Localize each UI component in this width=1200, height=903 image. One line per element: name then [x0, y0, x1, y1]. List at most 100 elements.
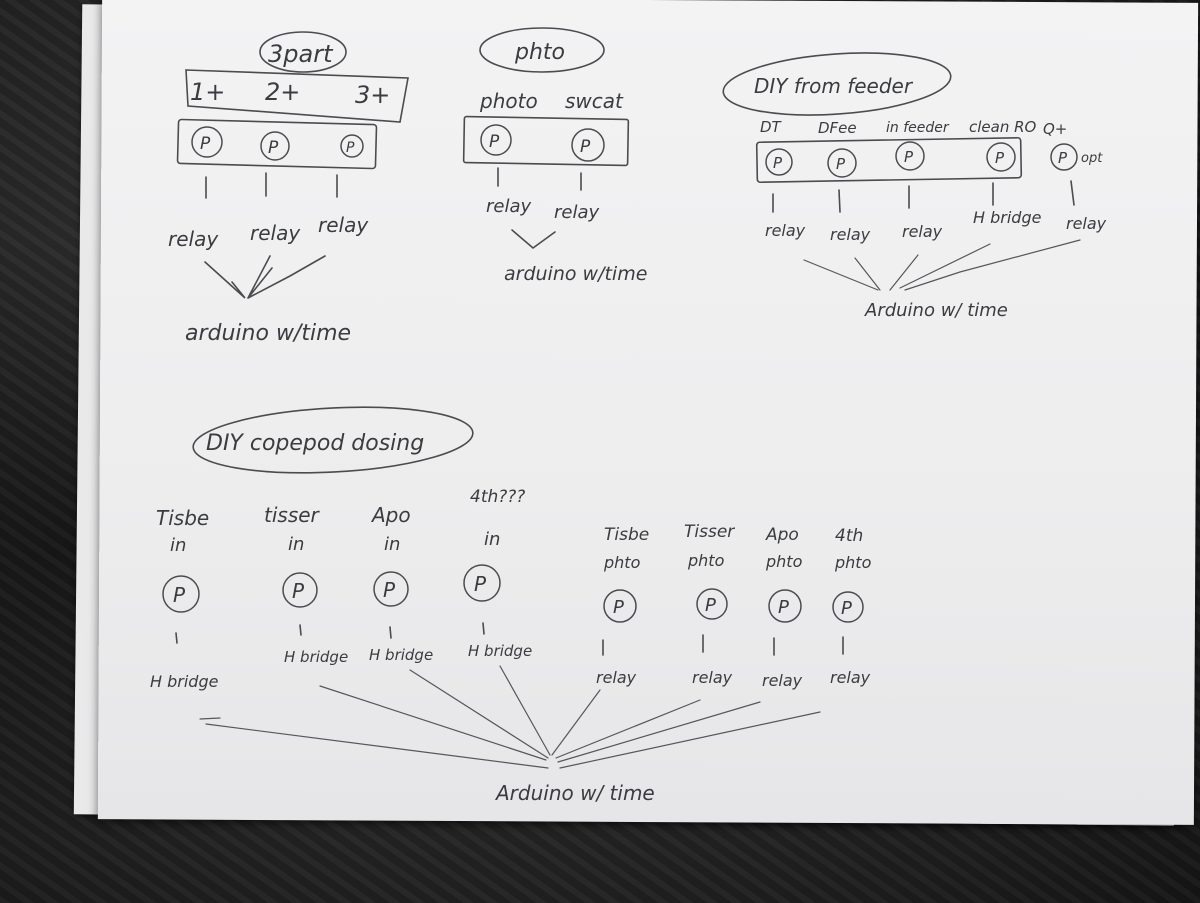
- driver-label-5: relay: [1066, 214, 1107, 233]
- copepod-photo-column-2: Tisser phto P relay: [684, 522, 735, 687]
- pump-label: P: [613, 597, 624, 618]
- pump-label: P: [489, 132, 500, 152]
- pump-label: P: [836, 155, 846, 173]
- pump-circle: [696, 588, 728, 620]
- pump-circle: [373, 571, 409, 607]
- pump-label: P: [841, 598, 852, 619]
- column-subtitle: in: [384, 534, 400, 555]
- copepod-photo-column-4: 4th phto P relay: [830, 526, 872, 687]
- column-subtitle: phto: [687, 551, 725, 570]
- pump-2: P: [571, 128, 605, 162]
- col-label-in-feeder: in feeder: [886, 120, 950, 136]
- port-label-1: 1+: [190, 78, 225, 106]
- pump-circle: [832, 591, 864, 623]
- pump-1: P: [765, 148, 793, 176]
- column-subtitle: phto: [834, 553, 872, 572]
- copepod-in-column-4: 4th??? in P H bridge: [463, 487, 532, 660]
- copepod-photo-column-1: Tisbe phto P relay: [596, 525, 649, 687]
- relay-label-3: relay: [318, 213, 369, 237]
- pump-label: P: [904, 148, 914, 166]
- copepod-in-column-1: Tisbe in P H bridge: [150, 506, 219, 691]
- controller-label: arduino w/time: [185, 321, 351, 346]
- pump-circle: [768, 589, 802, 623]
- relay-label-2: relay: [250, 221, 301, 245]
- pump-box: [755, 136, 1023, 184]
- driver-label: H bridge: [284, 648, 348, 666]
- column-title: Tisser: [684, 522, 735, 542]
- column-title: Apo: [370, 503, 411, 527]
- driver-label-3: relay: [902, 222, 943, 241]
- sketch-phto: phto photo swcat P P relay relay arduino…: [462, 27, 647, 285]
- pump-label: P: [173, 583, 186, 607]
- driver-label: H bridge: [468, 642, 532, 660]
- column-title: Tisbe: [604, 525, 649, 545]
- pump-label: P: [346, 140, 355, 156]
- pump-box: [462, 115, 630, 167]
- pump-label: P: [773, 154, 783, 172]
- port-label-2: 2+: [265, 78, 300, 106]
- copepod-in-column-3: Apo in P H bridge: [369, 503, 433, 664]
- driver-label: relay: [830, 668, 871, 687]
- pump-circle: [162, 575, 200, 613]
- col-label-swcat: swcat: [565, 89, 624, 113]
- optional-label: opt: [1081, 151, 1103, 166]
- title-phto: phto: [514, 40, 565, 65]
- column-subtitle: phto: [765, 552, 803, 571]
- pump-label: P: [383, 578, 396, 602]
- pump-1: P: [191, 126, 223, 158]
- driver-label-2: relay: [830, 225, 871, 244]
- pump-2: P: [827, 148, 857, 178]
- pump-label: P: [200, 134, 211, 154]
- pump-1: P: [480, 124, 512, 156]
- relay-label-2: relay: [554, 202, 600, 223]
- column-subtitle: in: [288, 534, 304, 555]
- sketch-diy-from-feeder: DIY from feeder DT DFee in feeder clean …: [722, 52, 1107, 321]
- col-label-dt: DT: [760, 118, 783, 136]
- pump-3: P: [895, 141, 925, 171]
- driver-label: relay: [762, 671, 803, 690]
- title-oval: [722, 52, 952, 116]
- pump-label: P: [474, 572, 487, 596]
- copepod-photo-column-3: Apo phto P relay: [762, 525, 803, 690]
- col-label-dfee: DFee: [818, 119, 857, 137]
- column-subtitle: in: [170, 535, 186, 556]
- title-3part: 3part: [268, 40, 334, 68]
- ports-box: [185, 69, 409, 123]
- pump-label: P: [268, 138, 279, 158]
- pump-3: P: [340, 134, 364, 158]
- pump-5: P: [1050, 143, 1078, 171]
- sketch-diy-copepod-dosing: DIY copepod dosing Tisbe in P H bridge t…: [150, 406, 872, 805]
- pump-4: P: [986, 142, 1016, 172]
- column-subtitle: phto: [603, 553, 641, 572]
- driver-label: H bridge: [150, 672, 219, 691]
- title-oval: [192, 406, 474, 474]
- pump-label: P: [292, 579, 305, 603]
- column-title: 4th: [835, 526, 863, 546]
- col-label-clean-ro: clean RO: [969, 118, 1037, 136]
- title-oval: [479, 27, 605, 73]
- sketch-3part: 3part 1+ 2+ 3+ P P P relay relay relay a…: [168, 31, 409, 346]
- port-label-3: 3+: [355, 81, 390, 109]
- pump-label: P: [705, 595, 716, 616]
- driver-label-1: relay: [765, 221, 806, 240]
- title-diy-from-feeder: DIY from feeder: [754, 74, 914, 98]
- pump-label: P: [995, 149, 1005, 167]
- driver-label: H bridge: [369, 646, 433, 664]
- pump-circle: [282, 572, 318, 608]
- pump-2: P: [260, 131, 290, 161]
- pump-label: P: [580, 137, 591, 157]
- driver-label-4: H bridge: [973, 208, 1042, 227]
- column-title: 4th???: [470, 487, 525, 507]
- copepod-in-column-2: tisser in P H bridge: [264, 503, 348, 666]
- column-title: Apo: [765, 525, 799, 545]
- pump-label: P: [1058, 149, 1068, 167]
- column-title: tisser: [264, 503, 321, 527]
- controller-label: Arduino w/ time: [494, 781, 655, 805]
- title-diy-copepod-dosing: DIY copepod dosing: [206, 431, 424, 456]
- pump-circle: [603, 589, 637, 623]
- driver-label: relay: [596, 668, 637, 687]
- pump-label: P: [778, 597, 789, 618]
- col-label-q: Q+: [1043, 120, 1067, 138]
- title-oval: [259, 31, 347, 73]
